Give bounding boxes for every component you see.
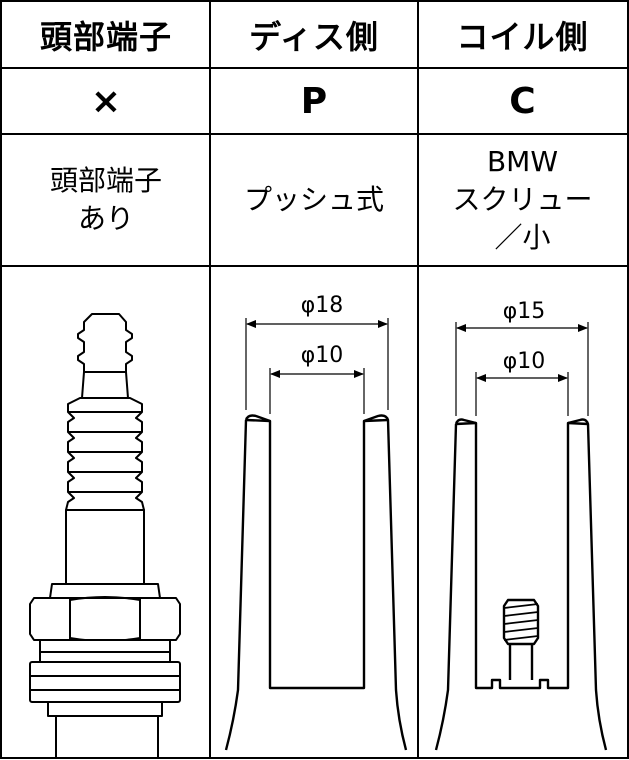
desc-terminal-line-2: あり — [77, 202, 134, 235]
coil-boot-drawing — [434, 418, 608, 751]
header-distributor-side: ディス側 — [249, 18, 379, 56]
code-terminal: × — [90, 80, 122, 122]
distributor-inner-diameter: φ10 — [301, 343, 344, 368]
desc-coil-line-1: BMW — [486, 145, 559, 178]
desc-coil-side: BMW スクリュー ／小 — [418, 134, 627, 266]
desc-coil-line-3: ／小 — [494, 221, 551, 254]
code-distributor-side: P — [300, 80, 328, 122]
coil-dimension-lines — [455, 322, 589, 416]
header-terminal: 頭部端子 — [39, 18, 172, 56]
desc-coil-line-2: スクリュー — [452, 183, 593, 216]
desc-distributor-side: プッシュ式 — [210, 134, 418, 266]
distributor-outer-diameter: φ18 — [301, 293, 344, 318]
distributor-dimension-lines — [245, 318, 389, 414]
distributor-boot-drawing — [224, 414, 408, 751]
coil-outer-diameter: φ15 — [503, 299, 546, 324]
desc-terminal: 頭部端子 あり — [2, 134, 210, 266]
header-coil-side: コイル側 — [456, 18, 589, 56]
desc-distributor-line-1: プッシュ式 — [243, 183, 384, 216]
coil-inner-diameter: φ10 — [503, 349, 546, 374]
code-coil-side: C — [509, 80, 536, 122]
terminal-plug-drawing — [29, 313, 181, 758]
desc-terminal-line-1: 頭部端子 — [49, 164, 162, 197]
